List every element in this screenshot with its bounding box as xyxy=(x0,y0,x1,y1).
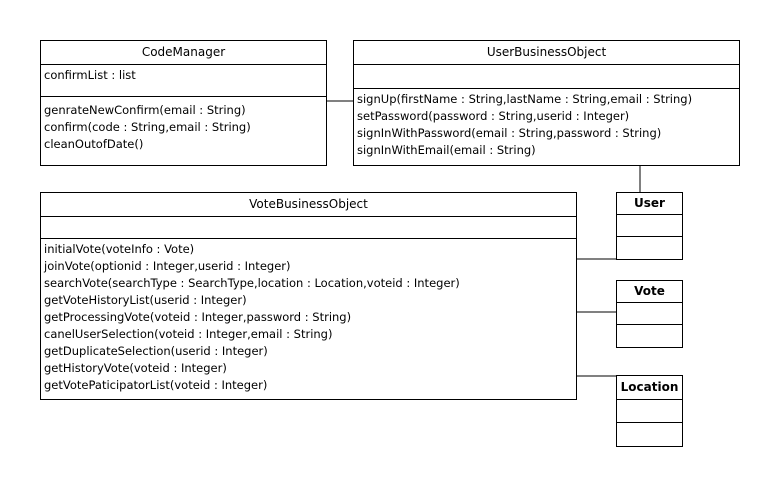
operation: getHistoryVote(voteid : Integer) xyxy=(44,361,227,375)
attributes-section xyxy=(354,65,739,89)
operations-section: signUp(firstName : String,lastName : Str… xyxy=(354,89,739,161)
operations-section xyxy=(617,237,682,259)
class-name: Location xyxy=(617,376,682,400)
class-user[interactable]: User xyxy=(616,192,683,260)
attribute: confirmList : list xyxy=(44,68,136,82)
class-name: VoteBusinessObject xyxy=(41,193,576,217)
operations-section xyxy=(617,423,682,446)
operation: getVoteHistoryList(userid : Integer) xyxy=(44,293,247,307)
class-vote-business-object[interactable]: VoteBusinessObject initialVote(voteInfo … xyxy=(40,192,577,400)
operations-section: genrateNewConfirm(email : String) confir… xyxy=(41,97,326,155)
class-name: User xyxy=(617,193,682,215)
operation: signInWithPassword(email : String,passwo… xyxy=(357,126,662,140)
operation: getVotePaticipatorList(voteid : Integer) xyxy=(44,378,268,392)
class-code-manager[interactable]: CodeManager confirmList : list genrateNe… xyxy=(40,40,327,166)
class-location[interactable]: Location xyxy=(616,375,683,447)
operation: getProcessingVote(voteid : Integer,passw… xyxy=(44,310,352,324)
operation: confirm(code : String,email : String) xyxy=(44,120,251,134)
attributes-section xyxy=(617,215,682,237)
class-name: UserBusinessObject xyxy=(354,41,739,65)
attributes-section xyxy=(41,217,576,239)
operations-section xyxy=(617,325,682,347)
operation: getDuplicateSelection(userid : Integer) xyxy=(44,344,268,358)
operation: initialVote(voteInfo : Vote) xyxy=(44,242,195,256)
operation: setPassword(password : String,userid : I… xyxy=(357,109,630,123)
operation: joinVote(optionid : Integer,userid : Int… xyxy=(44,259,291,273)
operation: searchVote(searchType : SearchType,locat… xyxy=(44,276,460,290)
attributes-section: confirmList : list xyxy=(41,65,326,97)
operation: genrateNewConfirm(email : String) xyxy=(44,103,246,117)
class-user-business-object[interactable]: UserBusinessObject signUp(firstName : St… xyxy=(353,40,740,166)
operation: cleanOutofDate() xyxy=(44,137,144,151)
operation: signUp(firstName : String,lastName : Str… xyxy=(357,92,693,106)
class-name: CodeManager xyxy=(41,41,326,65)
attributes-section xyxy=(617,400,682,423)
operations-section: initialVote(voteInfo : Vote) joinVote(op… xyxy=(41,239,576,396)
operation: signInWithEmail(email : String) xyxy=(357,143,536,157)
class-vote[interactable]: Vote xyxy=(616,280,683,348)
attributes-section xyxy=(617,303,682,325)
operation: canelUserSelection(voteid : Integer,emai… xyxy=(44,327,333,341)
class-name: Vote xyxy=(617,281,682,303)
